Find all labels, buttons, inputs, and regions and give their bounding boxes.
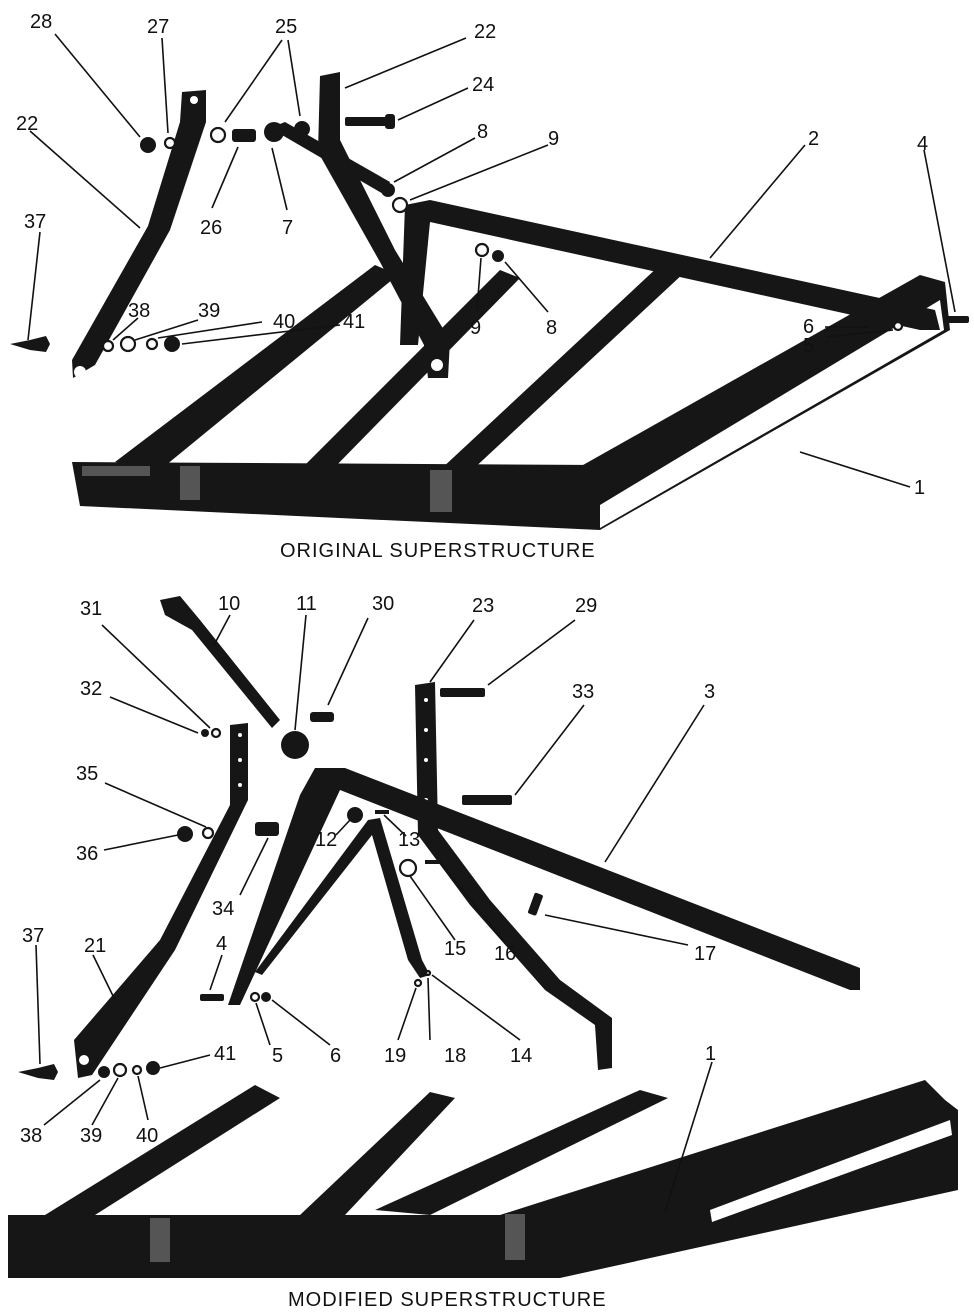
callout-22: 22	[16, 113, 38, 135]
original-leader-lines	[27, 33, 956, 488]
callout-18: 18	[444, 1045, 466, 1067]
callout-16: 16	[494, 943, 516, 965]
callout-6: 6	[803, 316, 814, 338]
callout-29: 29	[575, 595, 597, 617]
callout-9: 9	[470, 317, 481, 339]
callout-7: 7	[282, 217, 293, 239]
callout-40: 40	[273, 311, 295, 333]
callout-5: 5	[803, 335, 814, 357]
callout-37: 37	[22, 925, 44, 947]
callout-1: 1	[705, 1043, 716, 1065]
callout-27: 27	[147, 16, 169, 38]
callout-14: 14	[510, 1045, 532, 1067]
modified-caption: MODIFIED SUPERSTRUCTURE	[288, 1289, 607, 1311]
callout-2: 2	[808, 128, 819, 150]
callout-37: 37	[24, 211, 46, 233]
callout-40: 40	[136, 1125, 158, 1147]
callout-32: 32	[80, 678, 102, 700]
callout-4: 4	[917, 133, 928, 155]
callout-10: 10	[218, 593, 240, 615]
callout-41: 41	[343, 311, 365, 333]
callout-11: 11	[296, 593, 317, 615]
callout-34: 34	[212, 898, 234, 920]
callout-5: 5	[272, 1045, 283, 1067]
callout-19: 19	[384, 1045, 406, 1067]
original-caption: ORIGINAL SUPERSTRUCTURE	[280, 540, 596, 562]
callout-36: 36	[76, 843, 98, 865]
modified-leader-lines	[35, 614, 713, 1213]
callout-38: 38	[128, 300, 150, 322]
original-left-a-bar	[72, 90, 206, 378]
modified-turnbuckle	[160, 596, 309, 759]
callout-12: 12	[315, 829, 337, 851]
callout-30: 30	[372, 593, 394, 615]
original-callouts: 28 27 25 22 24 22 8 9 2 4 26 7 9 8 37 38…	[16, 11, 928, 499]
original-hardware	[10, 114, 969, 353]
modified-left-bar	[74, 723, 248, 1078]
modified-base-frame	[8, 1080, 958, 1278]
callout-26: 26	[200, 217, 222, 239]
original-superstructure: 28 27 25 22 24 22 8 9 2 4 26 7 9 8 37 38…	[10, 11, 969, 562]
callout-24: 24	[472, 74, 494, 96]
callout-8: 8	[477, 121, 488, 143]
callout-21: 21	[84, 935, 106, 957]
original-base-frame	[72, 265, 950, 530]
modified-superstructure: 31 10 11 30 23 29 3 32 33 35 36 12 13 15…	[8, 593, 958, 1311]
callout-4: 4	[216, 933, 227, 955]
callout-33: 33	[572, 681, 594, 703]
modified-v-brace	[255, 818, 430, 978]
callout-3: 3	[704, 681, 715, 703]
callout-23: 23	[472, 595, 494, 617]
original-long-brace	[400, 200, 940, 345]
original-diagonal-brace	[264, 122, 390, 195]
callout-22: 22	[474, 21, 496, 43]
callout-31: 31	[80, 598, 102, 620]
callout-28: 28	[30, 11, 52, 33]
callout-25: 25	[275, 16, 297, 38]
callout-35: 35	[76, 763, 98, 785]
callout-8: 8	[546, 317, 557, 339]
callout-39: 39	[80, 1125, 102, 1147]
callout-41: 41	[214, 1043, 236, 1065]
callout-38: 38	[20, 1125, 42, 1147]
callout-6: 6	[330, 1045, 341, 1067]
modified-hardware	[18, 688, 543, 1080]
callout-39: 39	[198, 300, 220, 322]
callout-1: 1	[914, 477, 925, 499]
callout-13: 13	[398, 829, 420, 851]
callout-17: 17	[694, 943, 716, 965]
callout-15: 15	[444, 938, 466, 960]
callout-9: 9	[548, 128, 559, 150]
modified-callouts: 31 10 11 30 23 29 3 32 33 35 36 12 13 15…	[20, 593, 716, 1147]
